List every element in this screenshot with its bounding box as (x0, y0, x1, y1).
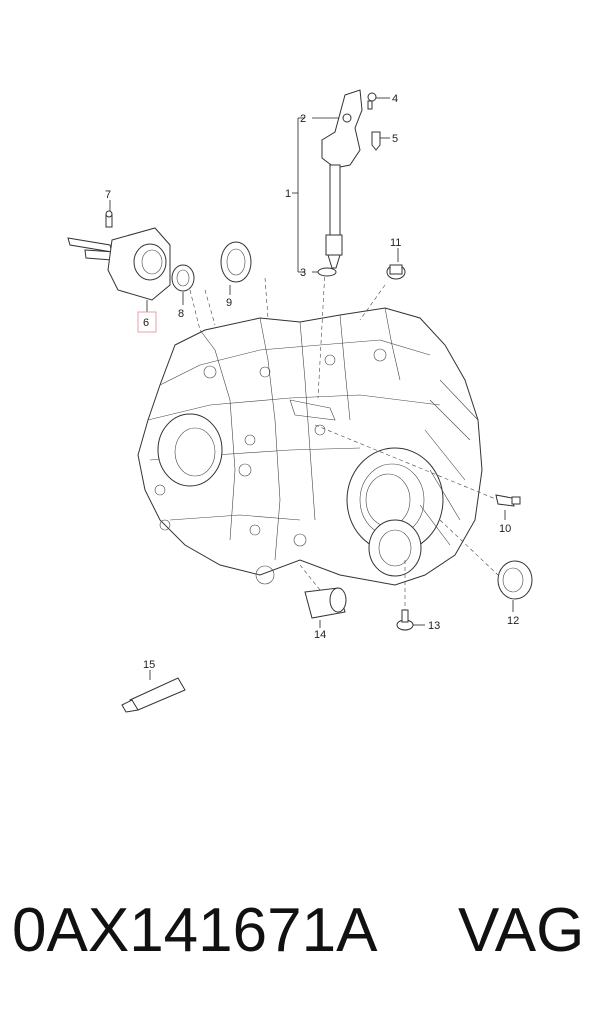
callout-11: 11 (390, 237, 401, 249)
callout-5: 5 (392, 133, 398, 145)
callout-labels: 1 2 3 4 5 6 7 8 9 10 11 12 13 14 15 (105, 93, 519, 671)
callout-4: 4 (392, 93, 398, 105)
callout-6-highlight (137, 311, 157, 333)
callout-2: 2 (300, 113, 306, 125)
selector-shaft-assembly (317, 89, 381, 277)
sealant-tube (121, 677, 186, 713)
bush (304, 587, 347, 619)
shaft-seal (220, 241, 252, 283)
callout-10: 10 (499, 523, 511, 535)
callout-8: 8 (178, 308, 184, 320)
seal-ring (171, 264, 195, 292)
brand-label: VAG (458, 896, 585, 965)
drain-plug (386, 264, 406, 280)
bolt (396, 609, 414, 631)
callout-7: 7 (105, 189, 111, 201)
gearbox-housing (137, 307, 483, 586)
leader-lines (109, 97, 514, 680)
sensor (495, 494, 521, 507)
callout-6: 6 (143, 317, 149, 329)
slave-cylinder (67, 210, 171, 301)
callout-3: 3 (300, 267, 306, 279)
callout-13: 13 (428, 620, 440, 632)
output-seal (497, 560, 533, 600)
callout-15: 15 (143, 659, 155, 671)
part-number: 0AX141671A (12, 896, 378, 965)
callout-9: 9 (226, 297, 232, 309)
exploded-parts-diagram: 1 2 3 4 5 6 7 8 9 10 11 12 13 14 15 (67, 89, 533, 713)
callout-14: 14 (314, 629, 326, 641)
callout-1: 1 (285, 188, 291, 200)
callout-12: 12 (507, 615, 519, 627)
